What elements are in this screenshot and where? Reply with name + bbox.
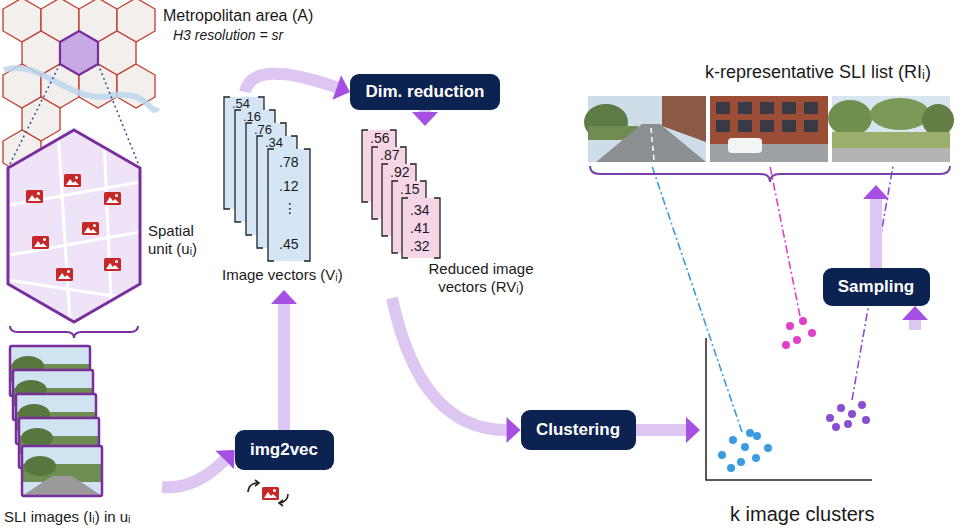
street-photo [710,96,828,162]
flow-ribbon [636,424,687,436]
flow-ribbon [909,320,921,330]
flow-ribbon [278,304,290,430]
shuffle-icon [248,480,288,506]
node-label: k-representative SLI list (RIᵢ) [705,62,931,84]
arrow-head [863,185,889,199]
figure-group: k image clusters [700,330,950,532]
arrow-head [902,306,928,320]
node-label: Metropolitan area (A) [163,6,313,25]
vector-value: .15 [400,182,419,197]
selected-hex [60,31,98,75]
vector-value: .34 [410,202,429,218]
flow-ribbon [162,460,225,487]
box-label: Clustering [536,420,620,440]
spatial-unit-hex [8,130,140,322]
figure-group: Metropolitan area (A) H3 resolution = sr [158,2,348,52]
node-label: Spatial unit (uᵢ) [148,222,214,258]
flow-arrow [271,290,297,430]
box-label: Sampling [838,277,915,297]
flow-arrow [902,306,928,330]
image-stack [10,346,102,496]
arrow-head [507,417,521,443]
vector-value: .54 [232,97,250,110]
flow-arrow [162,450,235,487]
reduced-vector-stack [362,130,440,258]
process-box: Dim. reduction [350,74,500,110]
vector-value: .45 [279,236,298,252]
node-label: Image vectors (Vᵢ) [222,266,343,284]
vector-value: .78 [279,154,298,170]
process-box: Sampling [823,268,930,306]
flow-ribbon [245,74,337,92]
vector-value: .34 [265,136,283,149]
flow-arrow [412,110,438,126]
vector-value: ⋮ [283,200,297,216]
process-box: Clustering [521,410,636,450]
flow-ribbon [419,110,431,112]
vector-value: .56 [370,131,389,146]
figure-group: k-representative SLI list (RIᵢ) [585,58,955,185]
flow-ribbon [392,298,507,430]
flow-arrow [245,74,350,100]
vector-value: .87 [380,148,399,163]
image-vector-stack [224,97,310,261]
vector-value: .12 [279,178,298,194]
vector-value: .41 [410,220,429,236]
box-label: img2vec [250,440,318,460]
street-photo [828,96,954,162]
vector-value: .92 [390,165,409,180]
node-label: Reduced image vectors (RVᵢ) [425,260,537,296]
vector-value: .76 [254,123,272,136]
vector-value: .32 [410,238,429,254]
brace [590,166,950,182]
flow-arrow [636,417,701,443]
arrow-head [412,112,438,126]
figure-group: SLI images (Iᵢ) in uᵢ [2,338,162,530]
arrow-head [215,450,234,469]
vector-value: .16 [243,110,261,123]
box-label: Dim. reduction [365,82,484,102]
arrow-head [271,290,297,304]
brace [10,326,138,338]
arrow-head [333,75,350,100]
flow-ribbon [870,199,882,268]
cluster-plot [706,317,872,480]
flow-arrow [392,298,521,443]
street-photo [584,96,706,162]
figure-group: Spatial unit (uᵢ) [4,126,220,326]
arrow-head [686,417,700,443]
node-label: k image clusters [730,502,875,526]
process-box: img2vec [235,430,334,470]
node-label: SLI images (Iᵢ) in uᵢ [4,508,130,526]
node-sublabel: H3 resolution = sr [173,27,283,44]
flow-arrow [863,185,889,268]
